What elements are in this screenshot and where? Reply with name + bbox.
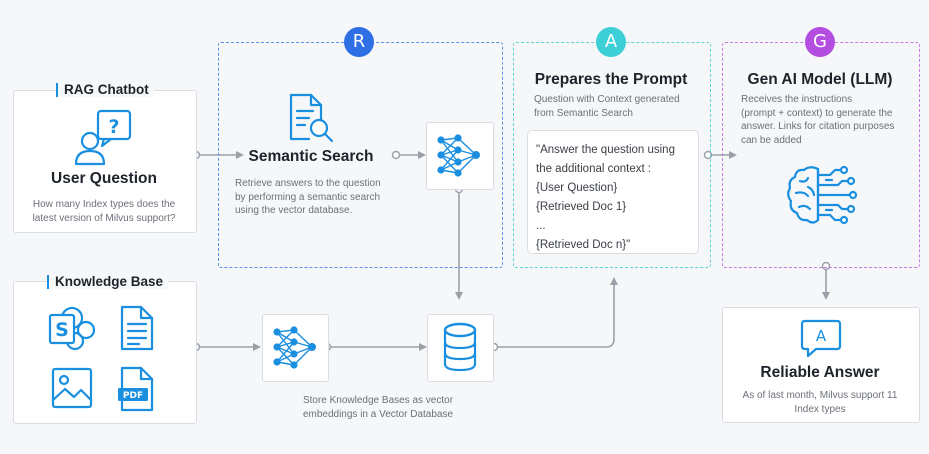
embedding-node-search	[426, 122, 494, 190]
reliable-answer-card	[722, 307, 920, 423]
user-question-title: User Question	[51, 170, 157, 187]
desc-line: As of last month, Milvus support 11	[742, 390, 898, 401]
rag-chatbot-tag: RAG Chatbot	[56, 83, 154, 97]
prompt-line: {Retrieved Doc 1}	[536, 201, 627, 213]
gen-ai-model-title: Gen AI Model (LLM)	[747, 71, 893, 88]
prompt-line: {Retrieved Doc n}"	[536, 239, 631, 251]
desc-line: answer. Links for citation purposes	[741, 121, 895, 132]
retrieve-badge: R	[344, 27, 374, 57]
connector-prompt-to-llm	[703, 150, 737, 160]
desc-line: Receives the instructions	[741, 94, 853, 105]
prepares-prompt-title: Prepares the Prompt	[534, 71, 688, 88]
semantic-search-desc: Retrieve answers to the question by perf…	[235, 177, 435, 218]
search-document-icon	[287, 93, 335, 143]
prompt-line: ...	[536, 220, 546, 232]
vector-store-desc: Store Knowledge Bases as vector embeddin…	[268, 394, 488, 421]
database-icon	[442, 322, 478, 372]
document-icon	[119, 305, 155, 351]
augment-badge: A	[596, 27, 626, 57]
brain-circuit-icon	[786, 163, 858, 227]
prompt-line: {User Question}	[536, 182, 618, 194]
desc-line: using the vector database.	[235, 205, 353, 216]
svg-text:S: S	[55, 319, 69, 341]
knowledge-base-tag: Knowledge Base	[47, 275, 169, 289]
answer-bubble-icon: A	[800, 318, 842, 360]
neural-network-icon	[436, 132, 482, 178]
image-icon	[50, 366, 94, 410]
desc-line: (prompt + context) to generate the	[741, 107, 893, 119]
desc-line: embeddings in a Vector Database	[302, 408, 454, 420]
generate-badge: G	[805, 27, 835, 57]
desc-line: Question with Context generated	[534, 94, 680, 105]
pdf-icon: PDF	[117, 366, 155, 412]
prompt-template-card	[527, 130, 699, 254]
reliable-answer-desc: As of last month, Milvus support 11 Inde…	[722, 389, 918, 416]
semantic-search-title: Semantic Search	[248, 148, 374, 165]
connector-kb-to-embed	[191, 342, 261, 352]
desc-line: Index types	[794, 403, 846, 415]
desc-line: Store Knowledge Bases as vector	[302, 395, 454, 406]
pdf-label: PDF	[123, 391, 143, 401]
desc-line: from Semantic Search	[534, 107, 633, 119]
user-question-card	[13, 90, 197, 233]
user-question-icon: ?	[72, 108, 134, 166]
knowledge-base-card	[13, 281, 197, 424]
sharepoint-icon: S	[48, 306, 98, 352]
user-question-desc: How many Index types does the latest ver…	[13, 198, 195, 225]
prompt-line: "Answer the question using	[536, 144, 675, 156]
connector-llm-to-answer	[821, 261, 831, 300]
gen-ai-model-desc: Receives the instructions (prompt + cont…	[741, 93, 916, 147]
prepares-prompt-desc: Question with Context generated from Sem…	[534, 93, 704, 120]
connector-db-to-prompt	[489, 277, 618, 352]
neural-network-icon	[272, 324, 318, 370]
desc-line: can be added	[741, 134, 802, 146]
embedding-node-kb	[262, 314, 329, 382]
prompt-line: the additional context :	[536, 163, 652, 175]
prompt-template-text: "Answer the question using the additiona…	[536, 141, 696, 255]
desc-line: latest version of Milvus support?	[32, 212, 176, 224]
connector-embed-to-db	[322, 342, 427, 352]
answer-letter: A	[816, 327, 827, 345]
reliable-answer-title: Reliable Answer	[760, 364, 880, 381]
desc-line: by performing a semantic search	[235, 191, 381, 203]
svg-text:?: ?	[108, 116, 119, 138]
desc-line: How many Index types does the	[32, 199, 176, 210]
desc-line: Retrieve answers to the question	[235, 178, 381, 189]
connector-search-to-embed	[391, 150, 426, 160]
